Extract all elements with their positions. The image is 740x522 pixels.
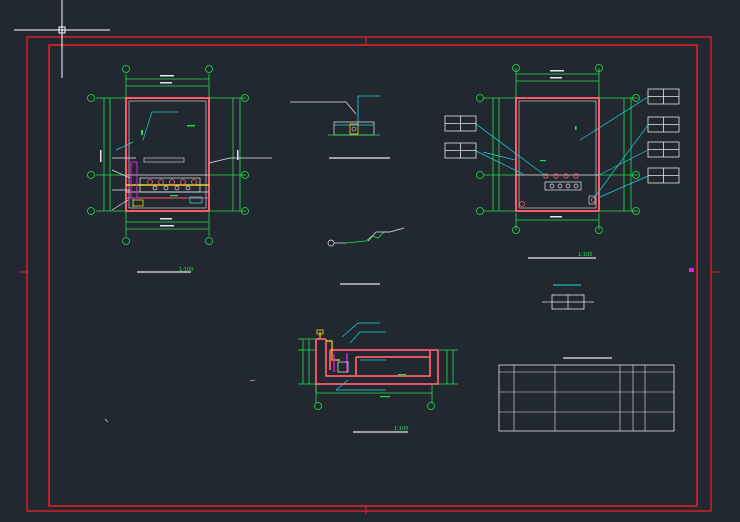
outer-border: [26, 36, 712, 512]
plan-left-cyan-leaders: [115, 111, 178, 151]
axis-bubble-icon: [87, 207, 95, 215]
drawing-frame: [19, 36, 719, 514]
plan-left-inner-line: [128, 100, 207, 209]
valve-icon: [185, 185, 191, 191]
axis-bubble-icon: [512, 64, 520, 72]
pump-icon: [573, 183, 579, 189]
plan-left: 1:100: [87, 65, 272, 273]
plan-right-dims: [484, 68, 638, 230]
plan-right-leaders: [475, 96, 649, 199]
pump-icon: [169, 179, 175, 185]
plan-right-scale: 1:100: [578, 252, 592, 258]
axis-bubble-icon: [632, 94, 640, 102]
pump-icon: [337, 361, 349, 373]
plan-right-notes: [540, 126, 577, 162]
axis-bubble-icon: [122, 65, 130, 73]
axis-bubble-icon: [512, 226, 520, 234]
valve-icon: [174, 185, 180, 191]
section-leaders: [335, 322, 386, 391]
pump-icon: [180, 179, 186, 185]
inner-border: [48, 44, 698, 507]
axis-bubble-icon: [241, 94, 249, 102]
axis-bubble-icon: [122, 237, 130, 245]
axis-bubble-icon: [241, 207, 249, 215]
section-equipment: [315, 329, 349, 392]
section-scale: 1:100: [394, 426, 408, 432]
plan-right-tag-boxes-left: [444, 115, 477, 159]
detail-pipe: [327, 227, 405, 285]
axis-bubble-icon: [427, 402, 435, 410]
detail-valve: [290, 95, 390, 159]
axis-bubble-icon: [632, 207, 640, 215]
plan-right: 1:100: [444, 64, 680, 259]
pump-icon: [557, 183, 563, 189]
plan-left-equipment: [126, 157, 209, 208]
pump-icon: [191, 179, 197, 185]
plan-left-dims-top: [96, 74, 246, 236]
section-axis-bubbles: [314, 402, 435, 410]
axis-bubble-icon: [241, 171, 249, 179]
section-dims: [298, 338, 458, 403]
legend-symbol: [542, 284, 594, 310]
axis-bubble-icon: [476, 94, 484, 102]
valve-icon: [163, 185, 169, 191]
plan-left-walls: [125, 97, 210, 212]
plan-left-leaders: [111, 157, 272, 211]
stray-marks: [104, 379, 256, 423]
axis-bubble-icon: [314, 402, 322, 410]
axis-bubble-icon: [476, 171, 484, 179]
plan-left-notes: [141, 125, 195, 197]
axis-bubble-icon: [595, 64, 603, 72]
axis-bubble-icon: [87, 171, 95, 179]
layer-marker: [689, 268, 694, 272]
table-grid: [499, 365, 674, 431]
valve-icon: [349, 123, 359, 135]
plan-right-dim-text: [550, 70, 564, 218]
plan-left-axis-bubbles: [87, 65, 249, 245]
pump-icon: [147, 179, 153, 185]
plan-right-walls: [515, 97, 600, 212]
pump-icon: [565, 183, 571, 189]
axis-bubble-icon: [476, 207, 484, 215]
plan-right-equipment: [516, 173, 599, 207]
material-table: [498, 357, 675, 432]
plan-right-inner-line: [518, 100, 597, 209]
plan-left-dim-text: [100, 75, 239, 227]
axis-bubble-icon: [205, 237, 213, 245]
plan-right-axis-bubbles: [476, 64, 640, 234]
plan-right-tag-boxes-right: [647, 88, 680, 184]
pump-icon: [158, 179, 164, 185]
section-view: 1:100: [298, 322, 458, 433]
section-walls: [315, 338, 439, 385]
axis-bubble-icon: [205, 65, 213, 73]
section-notes: [380, 374, 406, 398]
valve-icon: [152, 185, 158, 191]
axis-bubble-icon: [87, 94, 95, 102]
axis-bubble-icon: [595, 226, 603, 234]
plan-left-scale: 1:100: [179, 267, 193, 273]
axis-bubble-icon: [632, 171, 640, 179]
crosshair-icon[interactable]: [14, 0, 110, 78]
pump-icon: [549, 183, 555, 189]
